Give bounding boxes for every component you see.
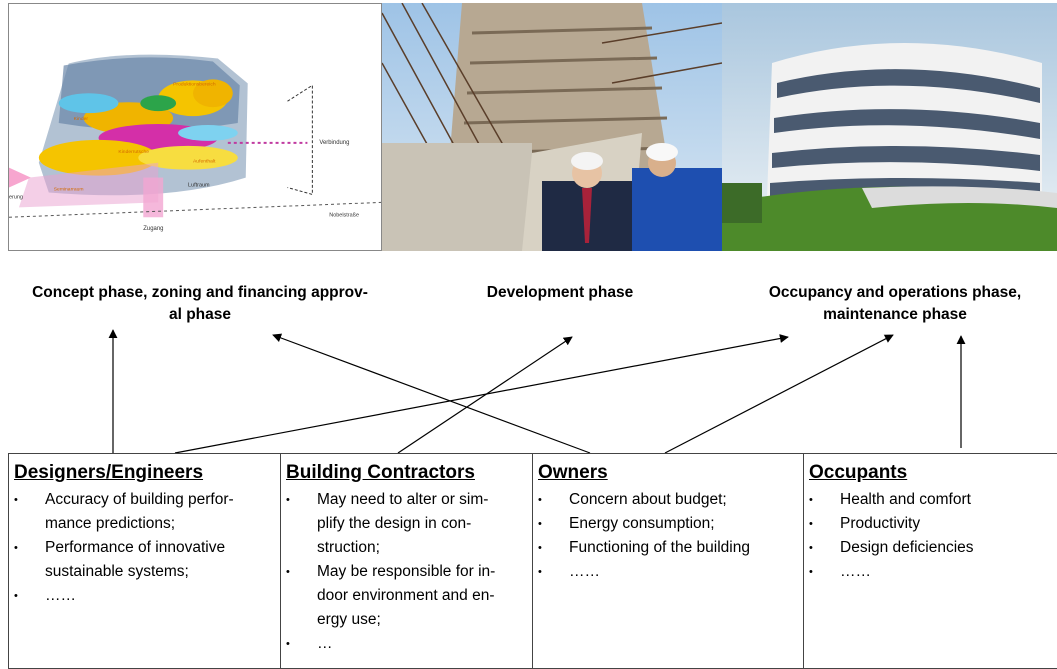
concern-list: May need to alter or sim-plify the desig… [286,488,526,656]
stakeholder-title: Owners [538,462,608,483]
concern-item: Concern about budget; [538,488,797,512]
concern-item: Accuracy of building perfor-mance predic… [14,488,274,536]
concern-item: Health and comfort [809,488,1051,512]
concern-item: … [286,632,526,656]
stakeholder-box-owners: Owners Concern about budget; Energy cons… [532,453,804,669]
phase-label-occupancy-line1: Occupancy and operations phase, [768,284,1022,301]
concern-item: May need to alter or sim-plify the desig… [286,488,526,560]
phase-label-concept-line2: al phase [168,306,232,323]
occupancy-phase-image [722,3,1057,251]
arrow-contractors-to-development [397,336,573,454]
label-produktionsbereich: Produktionsbereich [173,81,216,87]
label-aufenthalt: Aufenthalt [193,159,216,165]
concept-phase-image: Verbindung Nobelstraße Zugang Luftraum e… [8,3,382,251]
phase-label-occupancy-line2: maintenance phase [823,306,967,323]
label-luftraum: Luftraum [188,183,210,189]
concern-item: Design deficiencies [809,536,1051,560]
stakeholder-title: Building Contractors [286,462,475,483]
phase-label-development: Development phase [486,284,634,301]
label-kinder: Kinder [74,116,89,122]
concern-list: Concern about budget; Energy consumption… [538,488,797,584]
label-seminarraum: Seminarraum [54,186,84,192]
arrow-designers-to-occupancy [174,334,789,454]
concern-item: …… [538,560,797,584]
stakeholder-box-designers: Designers/Engineers Accuracy of building… [8,453,281,669]
development-phase-image [382,3,722,251]
label-verbindung: Verbindung [319,140,349,146]
concern-item: Functioning of the building [538,536,797,560]
finished-building-photo [722,3,1057,251]
stakeholder-box-contractors: Building Contractors May need to alter o… [280,453,533,669]
stakeholder-box-occupants: Occupants Health and comfort Productivit… [803,453,1057,669]
concern-list: Accuracy of building perfor-mance predic… [14,488,274,608]
phase-label-occupancy: Occupancy and operations phase, maintena… [740,282,1050,326]
concern-item: …… [14,584,274,608]
construction-site-photo [382,3,722,251]
concern-item: May be responsible for in-door environme… [286,560,526,632]
concern-item: Productivity [809,512,1051,536]
label-kinderrutsche: Kinderrutsche [118,149,149,155]
phase-label-concept: Concept phase, zoning and financing appr… [8,282,392,326]
phase-label-concept-line1: Concept phase, zoning and financing appr… [32,284,368,301]
massing-model-render: Verbindung Nobelstraße Zugang Luftraum e… [9,4,381,250]
label-zugang: Zugang [143,226,163,232]
arrow-owners-to-concept [272,333,591,454]
concern-item: …… [809,560,1051,584]
stakeholder-title: Designers/Engineers [14,462,204,483]
label-erung: erung [9,194,23,200]
arrow-owners-to-occupancy [664,334,894,454]
concern-list: Health and comfort Productivity Design d… [809,488,1051,584]
stakeholder-title: Occupants [809,462,908,483]
label-nobelstrasse: Nobelstraße [329,212,359,218]
concern-item: Energy consumption; [538,512,797,536]
